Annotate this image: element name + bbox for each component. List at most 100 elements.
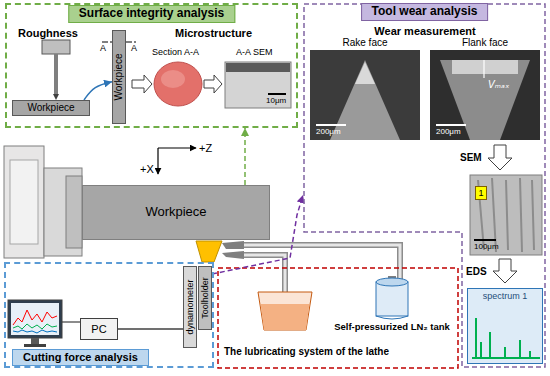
spectrum-panel: spectrum 1 bbox=[467, 288, 543, 364]
node-label: The lubricating system of the lathe bbox=[224, 346, 389, 358]
region-title: Surface integrity analysis bbox=[79, 7, 224, 21]
scale-bar bbox=[268, 93, 286, 95]
lubricant-fluid bbox=[261, 304, 310, 330]
profilometer-head bbox=[42, 40, 70, 54]
chuck-jaw bbox=[66, 176, 82, 248]
section-sample bbox=[154, 62, 202, 106]
workpiece-bar: Workpiece bbox=[112, 30, 126, 124]
supply-region bbox=[218, 268, 458, 368]
wear-dimension bbox=[483, 60, 484, 78]
step-label: SEM bbox=[460, 152, 482, 163]
hollow-arrow bbox=[488, 145, 512, 170]
axis-z bbox=[158, 147, 196, 148]
scale-bar bbox=[316, 124, 346, 126]
bucket-outline bbox=[258, 292, 312, 330]
step-label: EDS bbox=[466, 266, 487, 277]
section-mark: A bbox=[131, 44, 137, 54]
nozzle bbox=[222, 251, 244, 259]
monitor bbox=[8, 300, 62, 338]
scale-bar bbox=[436, 124, 466, 126]
section-mark: A bbox=[100, 44, 106, 54]
vessel-shape bbox=[372, 276, 412, 320]
tank-body bbox=[376, 282, 408, 316]
scale-label: 10μm bbox=[266, 97, 286, 106]
analysis-region: Surface integrity analysisWorkpieceWorkp… bbox=[5, 3, 298, 128]
connector bbox=[244, 128, 246, 185]
lathe-headstock bbox=[4, 146, 44, 258]
node-label: dynamometer bbox=[185, 279, 195, 334]
cable bbox=[62, 321, 80, 322]
region-outline bbox=[304, 4, 545, 367]
hollow-arrow bbox=[493, 259, 517, 283]
connector bbox=[118, 328, 183, 330]
sem-image bbox=[225, 62, 291, 108]
scale-bar bbox=[474, 239, 496, 241]
analysis-region: Cutting force analysis PC dynamometer Toolh… bbox=[4, 262, 214, 368]
header-tab: Tool wear analysis bbox=[361, 3, 489, 21]
wear-zone bbox=[355, 62, 375, 84]
section-heading: Roughness bbox=[18, 27, 78, 39]
tank-top bbox=[376, 278, 408, 286]
sample-highlight bbox=[161, 70, 185, 88]
pc-box: PC bbox=[80, 318, 118, 340]
sem-layer bbox=[226, 63, 290, 72]
vessel-shape bbox=[255, 288, 315, 332]
workpiece-bar: Workpiece bbox=[82, 185, 270, 240]
node-label: spectrum 1 bbox=[483, 291, 528, 301]
node-label: Workpiece bbox=[113, 53, 125, 100]
wear-band bbox=[452, 60, 518, 74]
spot-marker: 1 bbox=[475, 186, 486, 200]
node-label: Workpiece bbox=[27, 102, 74, 114]
node-label: PC bbox=[91, 323, 106, 336]
image-caption: Rake face bbox=[342, 37, 387, 48]
monitor-base bbox=[24, 344, 46, 347]
force-trace bbox=[13, 324, 57, 329]
workpiece-bar: Workpiece bbox=[12, 100, 90, 116]
region-title: Tool wear analysis bbox=[372, 5, 478, 19]
ln2-hose-core bbox=[244, 245, 400, 284]
stylus-rod bbox=[54, 54, 58, 94]
header-tab: Cutting force analysis bbox=[12, 349, 149, 366]
image-caption: A-A SEM bbox=[236, 48, 273, 58]
hollow-arrow bbox=[204, 75, 222, 93]
monitor-stand bbox=[31, 338, 39, 344]
spectrum-ground bbox=[467, 288, 543, 364]
sem-image bbox=[470, 175, 542, 255]
force-trace bbox=[13, 330, 57, 333]
scale-label: 100μm bbox=[474, 243, 499, 252]
connector bbox=[84, 82, 112, 100]
dynamometer-block: dynamometer bbox=[183, 266, 197, 348]
wear-symbol: Vₘₐₓ bbox=[488, 79, 509, 90]
spectrum-peaks bbox=[472, 318, 540, 358]
hollow-arrow bbox=[132, 75, 152, 93]
force-trace bbox=[13, 310, 57, 325]
flank-image bbox=[430, 50, 540, 140]
region-outline bbox=[303, 3, 546, 368]
axis-label: +X bbox=[140, 163, 154, 175]
lathe-panel bbox=[10, 160, 38, 244]
ln2-hose bbox=[244, 245, 400, 284]
image-caption: Section A-A bbox=[152, 48, 199, 58]
region-title: Cutting force analysis bbox=[23, 351, 138, 364]
node-label: Self-pressurized LN₂ tank bbox=[334, 322, 450, 333]
ln2-tank: Self-pressurized LN₂ tank bbox=[334, 276, 450, 333]
cutting-tool bbox=[196, 241, 222, 262]
scale-label: 200μm bbox=[436, 128, 461, 137]
image-caption: Flank face bbox=[462, 37, 508, 48]
nozzle bbox=[222, 241, 244, 249]
section-heading: Microstructure bbox=[175, 27, 252, 39]
toolholder-block: Toolholder bbox=[198, 266, 212, 330]
section-heading: Wear measurement bbox=[374, 25, 475, 37]
scale-label: 200μm bbox=[316, 128, 341, 137]
analysis-region: Tool wear analysis 1 spectrum 1 bbox=[303, 3, 546, 368]
monitor-screen bbox=[11, 303, 59, 335]
node-label: Workpiece bbox=[145, 205, 206, 220]
axis-x bbox=[157, 148, 158, 174]
axis-label: +Z bbox=[199, 142, 212, 154]
header-tab: Surface integrity analysis bbox=[68, 5, 235, 23]
node-label: 1 bbox=[478, 188, 483, 198]
tank-bottom bbox=[376, 316, 408, 319]
node-label: Toolholder bbox=[200, 277, 210, 319]
rake-image bbox=[310, 50, 420, 140]
lathe-chuck bbox=[44, 168, 82, 256]
